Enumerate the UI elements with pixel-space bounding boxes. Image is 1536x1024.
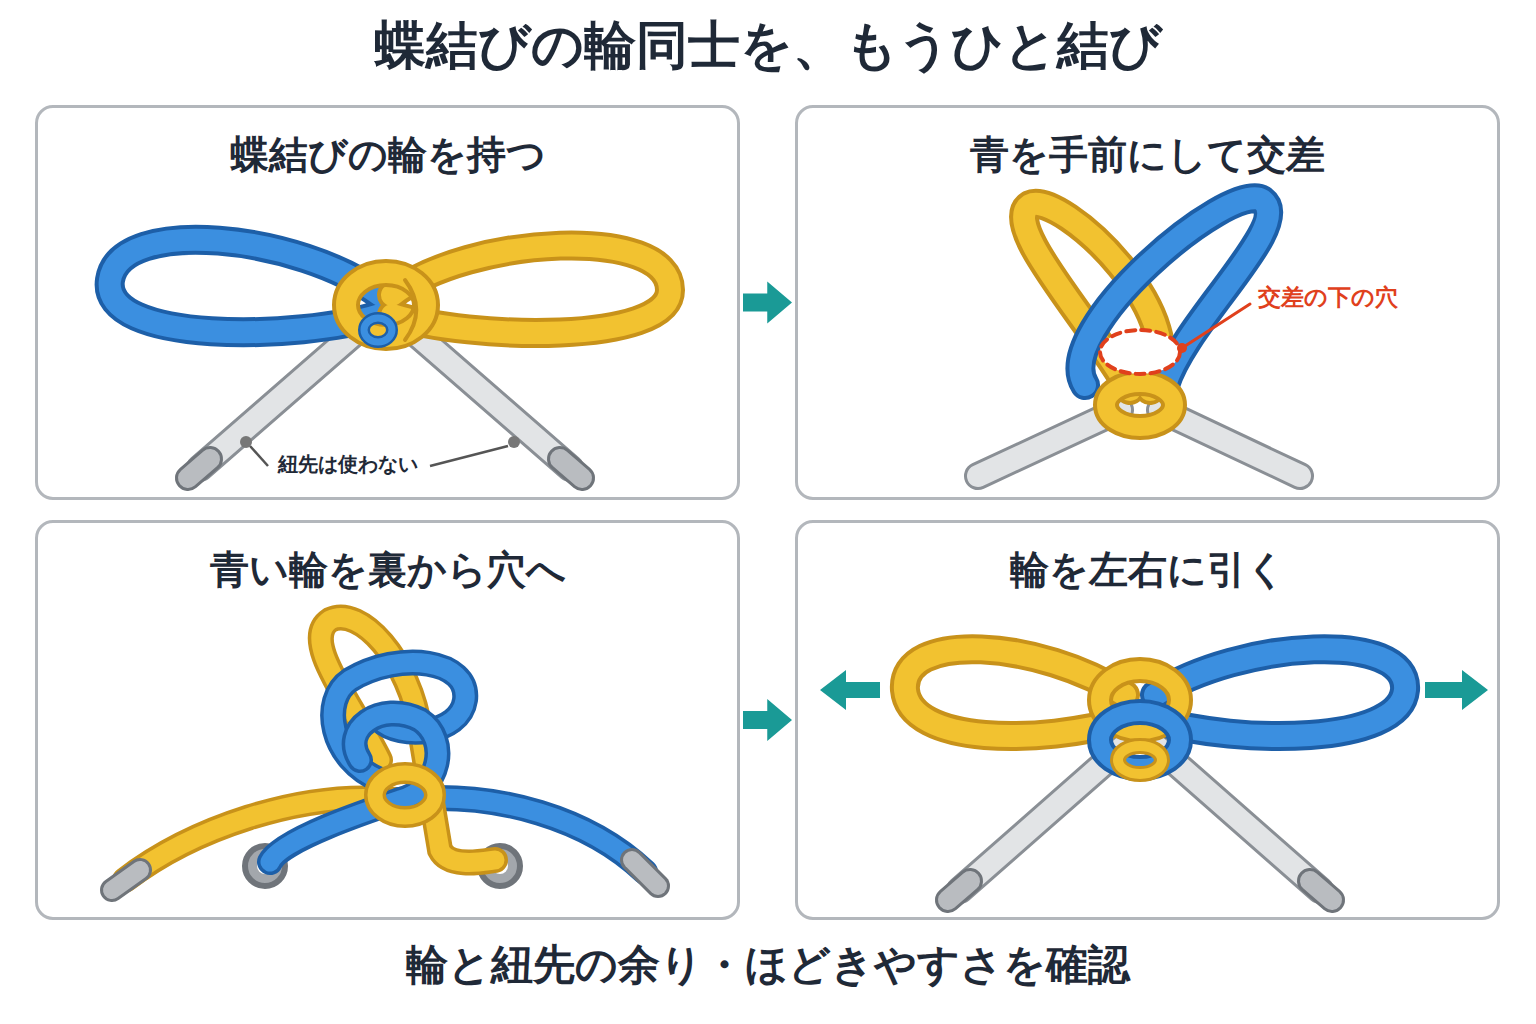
step-arrow	[743, 282, 792, 324]
pull-arrows	[820, 670, 1488, 710]
callout-label: 紐先は使わない	[278, 452, 418, 476]
step-panel: 青い輪を裏から穴へ	[35, 520, 740, 920]
step-heading: 蝶結びの輪を持つ	[38, 132, 737, 178]
arrow-shape	[743, 699, 792, 741]
double-bow	[905, 649, 1405, 900]
page-caption: 輪と紐先の余り・ほどきやすさを確認	[0, 940, 1536, 990]
page-title: 蝶結びの輪同士を、もうひと結び	[0, 14, 1536, 76]
crossed-loops	[978, 198, 1300, 476]
callout-label: 交差の下の穴	[1258, 284, 1398, 312]
step-panel: 蝶結びの輪を持つ	[35, 105, 740, 500]
bow-knot-1	[110, 240, 670, 478]
step-heading: 輪を左右に引く	[798, 547, 1497, 593]
step-panel: 輪を左右に引く	[795, 520, 1500, 920]
step-heading: 青を手前にして交差	[798, 132, 1497, 178]
arrow-shape	[743, 282, 792, 324]
tangled-knot	[112, 618, 658, 890]
step-heading: 青い輪を裏から穴へ	[38, 547, 737, 593]
step-arrow	[743, 699, 792, 741]
